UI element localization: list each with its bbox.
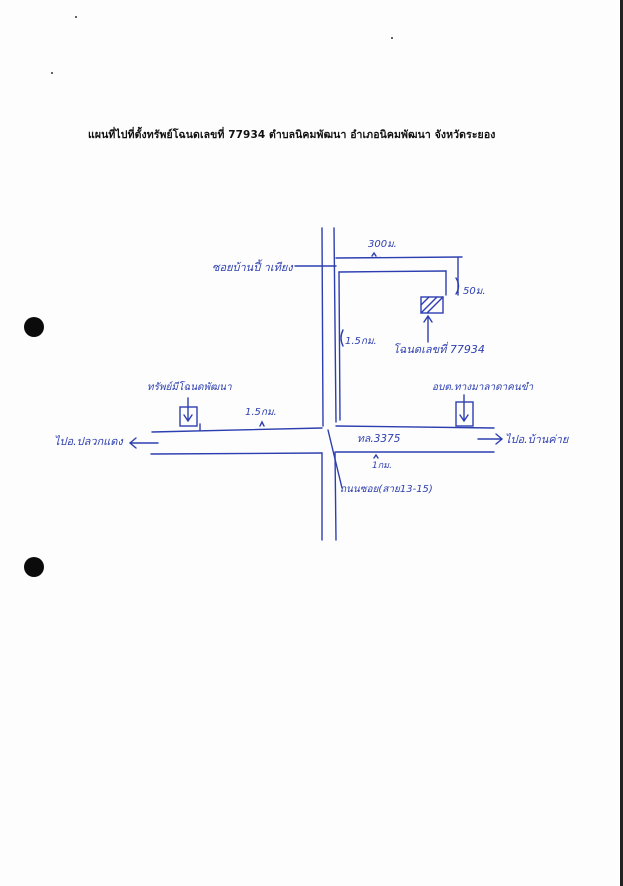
soi-bottom-leader [327,429,343,489]
landmark-right-arrow [459,394,469,423]
landmark-right-label: อบต.ทางมาลาดาคนขำ [432,382,534,393]
main-road-upper-edge [151,425,495,433]
parcel-arrow [423,314,433,343]
left-direction-arrow [128,437,159,449]
vertical-road-left-edge [321,227,324,427]
main-road-lower-edge [150,451,495,455]
distance-1-5km-horizontal-label: 1.5กม. [245,407,277,418]
soi-top-label: ซอยบ้านปี้ าเทียง [212,261,293,274]
punch-hole-top [24,317,44,337]
to-right-destination-label: ไปอ.บ้านค่าย [505,433,569,446]
distance-1km-label: 1กม. [372,461,392,471]
parcel-hatch [420,296,444,314]
dim-1-5km-bracket [340,329,344,347]
parcel-label: โฉนดเลขที่ 77934 [393,343,485,356]
dim-300-tick [371,251,377,257]
map-title: แผนที่ไปที่ตั้งทรัพย์โฉนดเลขที่ 77934 ตำ… [88,129,496,141]
dim-1km-tick [373,453,379,459]
speck [391,37,393,39]
landmark-left-arrow [183,397,193,423]
speck [51,72,53,74]
landmark-left-label: ทรัพย์มีโฉนดพัฒนา [147,382,232,393]
vertical-road-right-edge [333,227,337,423]
distance-1-5km-vertical-label: 1.5กม. [345,336,377,347]
soi-top-upper-edge [335,256,463,259]
speck [75,16,77,18]
main-road-center-mark [199,420,265,431]
distance-50m-label: 50ม. [463,286,486,297]
paper-edge [620,0,623,886]
punch-hole-bottom [24,557,44,577]
to-left-destination-label: ไปอ.ปลวกแดง [54,435,123,448]
road-number-label: ทล.3375 [357,433,401,445]
dim-50-bracket [455,277,460,295]
right-direction-arrow [477,433,504,445]
distance-300m-label: 300ม. [368,239,397,250]
soi-bottom-label: ถนนซอย(สาย13-15) [340,484,433,495]
soi-top-lower-edge [338,270,447,273]
bottom-road-right-edge [334,451,337,541]
vertical-road-inner-line [338,271,341,421]
